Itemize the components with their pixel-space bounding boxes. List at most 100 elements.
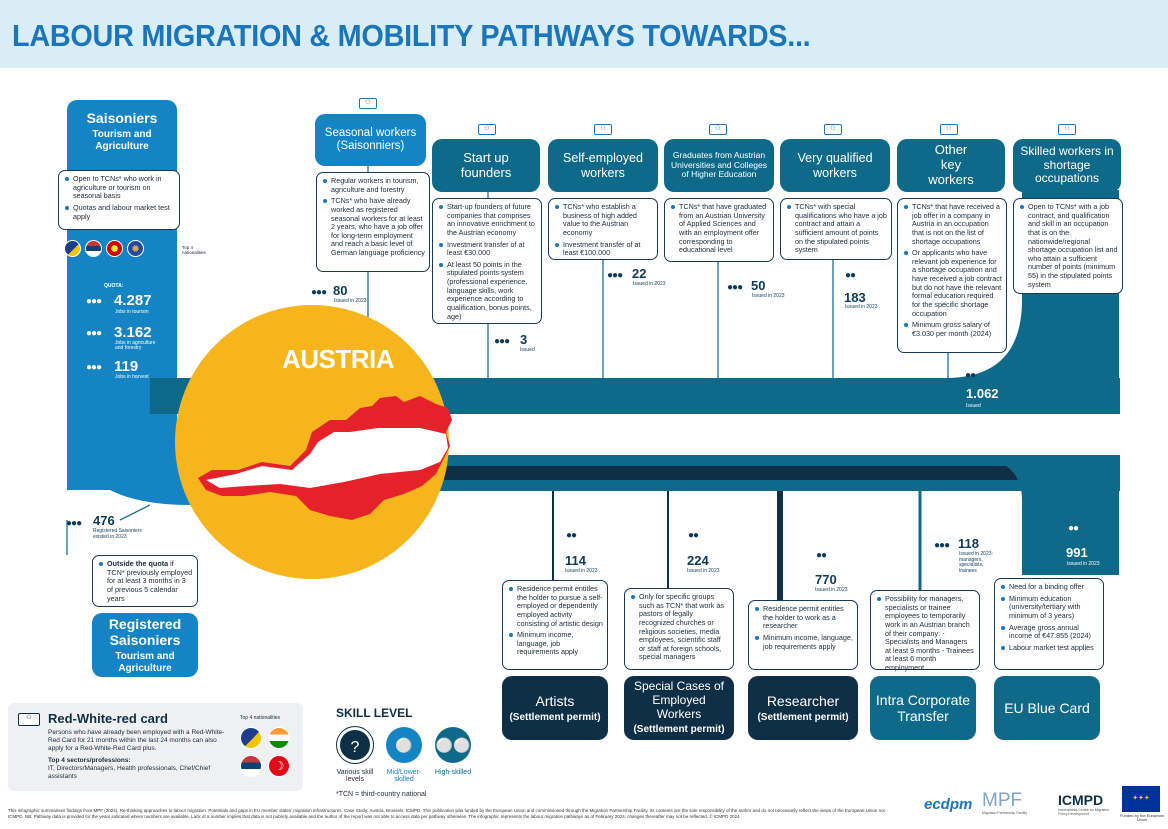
seasonal-title: Seasonal workers (Saisonniers) xyxy=(324,126,417,152)
registered-sub: Tourism and Agriculture xyxy=(115,651,175,674)
people-icon: ●● xyxy=(1068,523,1079,534)
quota-sub: Jobs in tourism xyxy=(115,309,149,315)
footer-text: This infographic summarises findings fro… xyxy=(8,808,886,819)
id-card-icon: ⚇ xyxy=(1058,124,1076,135)
list-item: Open to TCNs* with a job contract, and q… xyxy=(1020,202,1118,289)
research-sub: (Settlement permit) xyxy=(757,711,849,723)
bluecard-card: Need for a binding offer Minimum educati… xyxy=(994,578,1104,670)
list-item: Minimum education (university/tertiary w… xyxy=(1001,594,1099,621)
registered-title: Registered Saisoniers xyxy=(108,615,182,648)
legend-text: Persons who have already been employed w… xyxy=(48,729,225,753)
list-item: Open to TCNs* who work in agriculture or… xyxy=(65,174,175,201)
legend-title: Red-White-red card xyxy=(48,711,168,726)
people-icon: ●●● xyxy=(607,270,623,281)
skill-level-label: Various skill levels xyxy=(336,769,374,783)
list-item: TCNs* who establish a business of high a… xyxy=(555,202,653,238)
bluecard-count-sub: Issued in 2023 xyxy=(1067,561,1100,567)
list-item: At least 50 points in the stipulated poi… xyxy=(439,260,537,321)
people-icon: ●●● xyxy=(934,540,950,551)
people-icon: ●●● xyxy=(86,362,102,373)
saisoniers-sub: Tourism and Agriculture xyxy=(92,129,152,152)
graduates-title: Graduates from Austrian Universities and… xyxy=(671,149,767,180)
skill-title: SKILL LEVEL xyxy=(336,706,413,720)
startup-box: Start up founders xyxy=(432,139,540,192)
list-item: Minimum income, language, job requiremen… xyxy=(755,633,853,651)
id-card-icon: ⚇ xyxy=(940,124,958,135)
registered-bold: Outside the quota xyxy=(107,559,169,568)
bluecard-title: EU Blue Card xyxy=(1004,699,1090,716)
special-sub: (Settlement permit) xyxy=(633,724,725,736)
veryqual-count-sub: Issued in 2023 xyxy=(845,304,878,310)
artists-count: 114 xyxy=(565,553,586,568)
artists-count-sub: Issued in 2023 xyxy=(565,568,598,574)
list-item: Or applicants who have relevant job expe… xyxy=(904,248,1002,318)
artists-title: Artists xyxy=(535,692,575,709)
flag-bosnia-icon xyxy=(64,240,81,257)
question-icon: ? xyxy=(336,726,374,764)
flag-turkey-icon: ☽ xyxy=(268,755,290,777)
startup-card: Start-up founders of future companies th… xyxy=(432,198,542,324)
registered-card: Outside the quota if TCN* previously emp… xyxy=(92,555,198,607)
flag-serbia-icon xyxy=(240,755,262,777)
shortage-box: Skilled workers in shortage occupations xyxy=(1013,139,1121,192)
otherkey-title: Other key workers xyxy=(928,142,974,187)
people-icon: ●●● xyxy=(86,328,102,339)
flag-north-macedonia-icon xyxy=(106,240,123,257)
icmpd-logo: ICMPD xyxy=(1058,792,1104,808)
saisoniers-card: Open to TCNs* who work in agriculture or… xyxy=(58,170,180,230)
seasonal-box: Seasonal workers (Saisonniers) xyxy=(315,114,426,166)
bluecard-box: EU Blue Card xyxy=(994,676,1100,740)
country-label: AUSTRIA xyxy=(282,344,395,374)
eu-flag-icon: ✦✦✦ xyxy=(1122,786,1160,812)
otherkey-count-sub: Issued xyxy=(966,403,981,409)
list-item: Investment transfer of at least €30.000 xyxy=(439,240,537,258)
veryqual-title: Very qualified workers xyxy=(797,151,873,180)
list-item: Investment transfer of at least €100.000 xyxy=(555,240,653,258)
registered-box: Registered Saisoniers Tourism and Agricu… xyxy=(92,613,198,677)
ecdpm-logo: ecdpm xyxy=(924,796,973,813)
list-item: TCNs* who have already worked as registe… xyxy=(323,196,425,257)
legend-top4: Top 4 nationalities xyxy=(240,715,281,721)
austria-map xyxy=(198,396,452,520)
otherkey-count: 1.062 xyxy=(966,386,999,401)
list-item: Regular workers in tourism, agriculture … xyxy=(323,176,425,194)
list-item: Residence permit entitles the holder to … xyxy=(755,604,853,631)
ict-box: Intra Corporate Transfer xyxy=(870,676,976,740)
shortage-card: Open to TCNs* with a job contract, and q… xyxy=(1013,198,1123,294)
list-item: Minimum income, language, job requiremen… xyxy=(509,630,603,657)
flag-india-icon xyxy=(268,727,290,749)
list-item: TCNs* that have graduated from an Austri… xyxy=(671,202,769,255)
quota-value: 4.287 xyxy=(114,292,152,309)
people-icon: ●●● xyxy=(66,518,82,529)
people-icon: ●● xyxy=(845,270,856,281)
id-card-icon: ⚇ xyxy=(594,124,612,135)
bluecard-stem xyxy=(1022,455,1119,575)
mpf-logo: MPF xyxy=(982,790,1023,811)
coins-icon: ⚪ xyxy=(386,727,422,763)
special-count: 224 xyxy=(687,553,709,568)
quota-value: 119 xyxy=(114,358,139,375)
saisoniers-box: Saisoniers Tourism and Agriculture xyxy=(67,100,177,162)
mpf-sub: Migration Partnership Facility xyxy=(982,811,1028,815)
ict-card: Possibility for managers, specialists or… xyxy=(870,590,980,672)
legend-sectors: IT, Directors/Managers, Health professio… xyxy=(48,765,211,781)
coins-icon: ⚪⚪ xyxy=(435,727,471,763)
otherkey-box: Other key workers xyxy=(897,139,1005,192)
graduates-box: Graduates from Austrian Universities and… xyxy=(664,139,774,192)
quota-value: 3.162 xyxy=(114,324,152,341)
tcn-note: *TCN = third-country national xyxy=(336,791,427,798)
otherkey-card: TCNs* that have received a job offer in … xyxy=(897,198,1007,353)
list-item: Outside the quota if TCN* previously emp… xyxy=(99,559,193,603)
people-icon: ●● xyxy=(688,530,699,541)
selfemp-title: Self-employed workers xyxy=(563,151,643,180)
total-count: 2.643 xyxy=(940,432,973,447)
research-count: 770 xyxy=(815,572,837,587)
ict-title: Intra Corporate Transfer xyxy=(875,691,971,724)
selfemp-count-sub: Issued in 2023 xyxy=(633,281,666,287)
flag-bosnia-icon xyxy=(240,727,262,749)
total-count-sub: Issued in 2023 xyxy=(941,449,974,455)
special-count-sub: Issued in 2023 xyxy=(687,568,720,574)
artists-sub: (Settlement permit) xyxy=(509,711,601,723)
artists-card: Residence permit entitles the holder to … xyxy=(502,580,608,670)
list-item: Residence permit entitles the holder to … xyxy=(509,584,603,628)
